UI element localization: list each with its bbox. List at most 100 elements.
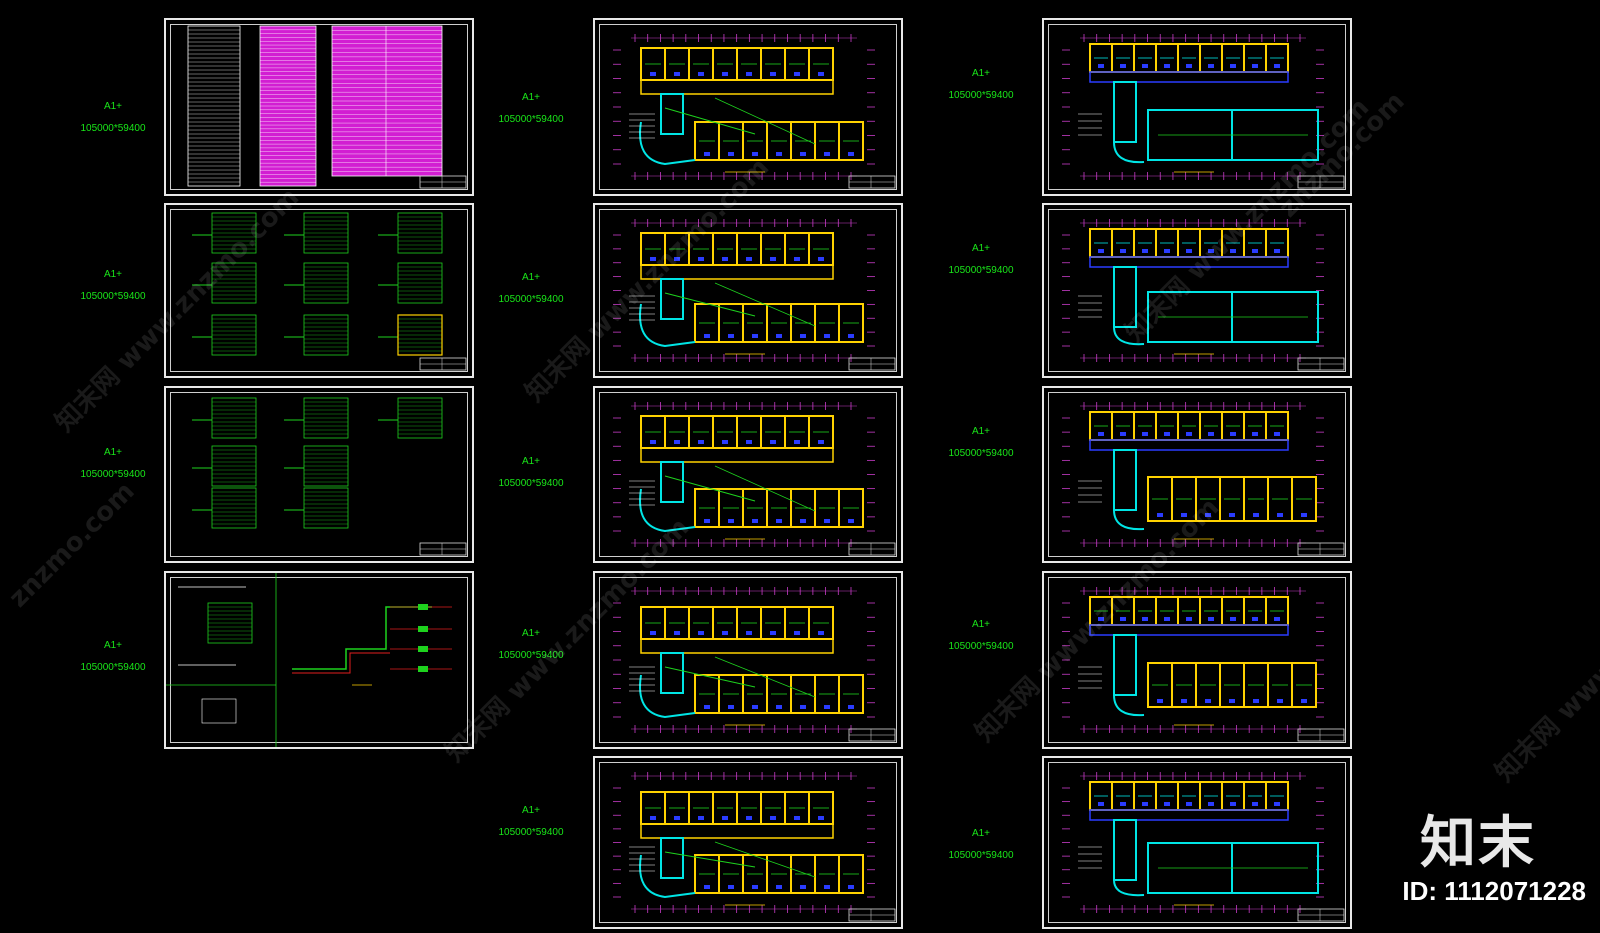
fixture-symbol — [1252, 802, 1258, 806]
sheet-dimensions-text: 105000*59400 — [948, 448, 1014, 459]
corridor-wall — [640, 447, 834, 463]
sheet-size-label: A1+105000*59400 — [486, 623, 576, 667]
fixture-symbol — [1164, 432, 1170, 436]
drawing-sheet-floor-plan-a1[interactable] — [593, 18, 903, 196]
fixture-symbol — [704, 705, 710, 709]
fixture-symbol — [1142, 249, 1148, 253]
fixture-symbol — [704, 519, 710, 523]
sheet-dimensions-text: 105000*59400 — [948, 265, 1014, 276]
fixture-symbol — [1208, 617, 1214, 621]
curved-wall — [1113, 694, 1145, 717]
floor-plan-graphic — [1062, 772, 1345, 922]
fixture-symbol — [776, 152, 782, 156]
wiring-line — [714, 97, 816, 145]
sheet-size-text: A1+ — [521, 272, 541, 283]
wiring-line — [664, 666, 756, 688]
sheet-dimensions-text: 105000*59400 — [498, 294, 564, 305]
stair-core-wall — [1113, 81, 1137, 143]
drawing-sheet-floor-plan-a2[interactable] — [593, 203, 903, 378]
wiring-line — [714, 282, 816, 327]
sheet-size-text: A1+ — [521, 456, 541, 467]
drawing-sheet-panel-schedule-1[interactable] — [164, 203, 474, 378]
stair-core-wall — [1113, 449, 1137, 511]
wiring-line — [714, 465, 816, 512]
fixture-symbol — [728, 152, 734, 156]
breaker-symbol — [418, 626, 428, 632]
fixture-symbol — [824, 519, 830, 523]
drawing-sheet-floor-plan-a4[interactable] — [593, 571, 903, 749]
stair-core-wall — [1113, 819, 1137, 881]
fixture-symbol — [770, 72, 776, 76]
fixture-symbol — [800, 519, 806, 523]
fixture-symbol — [698, 816, 704, 820]
drawing-sheet-system-diagram[interactable] — [164, 571, 474, 749]
sheet-size-label: A1+105000*59400 — [936, 823, 1026, 867]
fixture-symbol — [1181, 513, 1187, 517]
fixture-symbol — [728, 885, 734, 889]
fixture-symbol — [746, 72, 752, 76]
wiring-line — [664, 292, 756, 317]
corridor-wall — [1089, 439, 1289, 451]
fixture-symbol — [674, 257, 680, 261]
drawing-sheet-floor-plan-a3[interactable] — [593, 386, 903, 563]
fixture-symbol — [1274, 249, 1280, 253]
curved-wall — [639, 488, 696, 533]
fixture-symbol — [800, 334, 806, 338]
curved-wall — [639, 121, 696, 166]
fixture-symbol — [1208, 249, 1214, 253]
fixture-symbol — [752, 152, 758, 156]
fixture-symbol — [1142, 617, 1148, 621]
fixture-symbol — [824, 705, 830, 709]
fixture-symbol — [650, 257, 656, 261]
fixture-symbol — [752, 334, 758, 338]
drawing-sheet-floor-plan-b1[interactable] — [1042, 18, 1352, 196]
fixture-symbol — [1186, 432, 1192, 436]
corridor-wall — [1089, 809, 1289, 821]
fixture-symbol — [746, 440, 752, 444]
fixture-symbol — [1186, 802, 1192, 806]
fixture-symbol — [650, 631, 656, 635]
fixture-symbol — [1230, 64, 1236, 68]
fixture-symbol — [1277, 699, 1283, 703]
sheet-dimensions-text: 105000*59400 — [948, 90, 1014, 101]
fixture-symbol — [1301, 513, 1307, 517]
fixture-symbol — [800, 705, 806, 709]
curved-wall — [1113, 879, 1145, 897]
diagram-note — [201, 698, 237, 724]
fixture-symbol — [1252, 64, 1258, 68]
fixture-symbol — [794, 631, 800, 635]
fixture-symbol — [752, 885, 758, 889]
sheet-size-text: A1+ — [971, 828, 991, 839]
floor-plan-graphic — [613, 219, 896, 371]
drawing-sheet-floor-plan-b4[interactable] — [1042, 571, 1352, 749]
fixture-symbol — [1205, 513, 1211, 517]
floor-plan-graphic — [613, 402, 896, 556]
drawing-sheet-legend[interactable] — [164, 18, 474, 196]
fixture-symbol — [770, 816, 776, 820]
sheet-dimensions-text: 105000*59400 — [948, 641, 1014, 652]
fixture-symbol — [698, 72, 704, 76]
wiring-line — [714, 656, 816, 698]
drawing-sheet-floor-plan-a5[interactable] — [593, 756, 903, 929]
sheet-panel-graphic — [192, 397, 467, 556]
sheet-size-text: A1+ — [521, 628, 541, 639]
drawing-sheet-floor-plan-b3[interactable] — [1042, 386, 1352, 563]
fixture-symbol — [1164, 64, 1170, 68]
room-wall — [838, 121, 864, 161]
sheet-size-text: A1+ — [971, 243, 991, 254]
room-wall — [1291, 662, 1317, 708]
sheet-dimensions-text: 105000*59400 — [498, 478, 564, 489]
fixture-symbol — [1274, 432, 1280, 436]
fixture-symbol — [704, 885, 710, 889]
drawing-sheet-floor-plan-b5[interactable] — [1042, 756, 1352, 929]
fixture-symbol — [1164, 802, 1170, 806]
drawing-sheet-panel-schedule-2[interactable] — [164, 386, 474, 563]
corridor-wall — [640, 79, 834, 95]
fixture-symbol — [818, 72, 824, 76]
room-wall — [838, 488, 864, 528]
breaker-symbol — [418, 604, 428, 610]
fixture-symbol — [1277, 513, 1283, 517]
sheet-size-text: A1+ — [521, 805, 541, 816]
sheet-legend-graphic — [187, 25, 467, 189]
drawing-sheet-floor-plan-b2[interactable] — [1042, 203, 1352, 378]
